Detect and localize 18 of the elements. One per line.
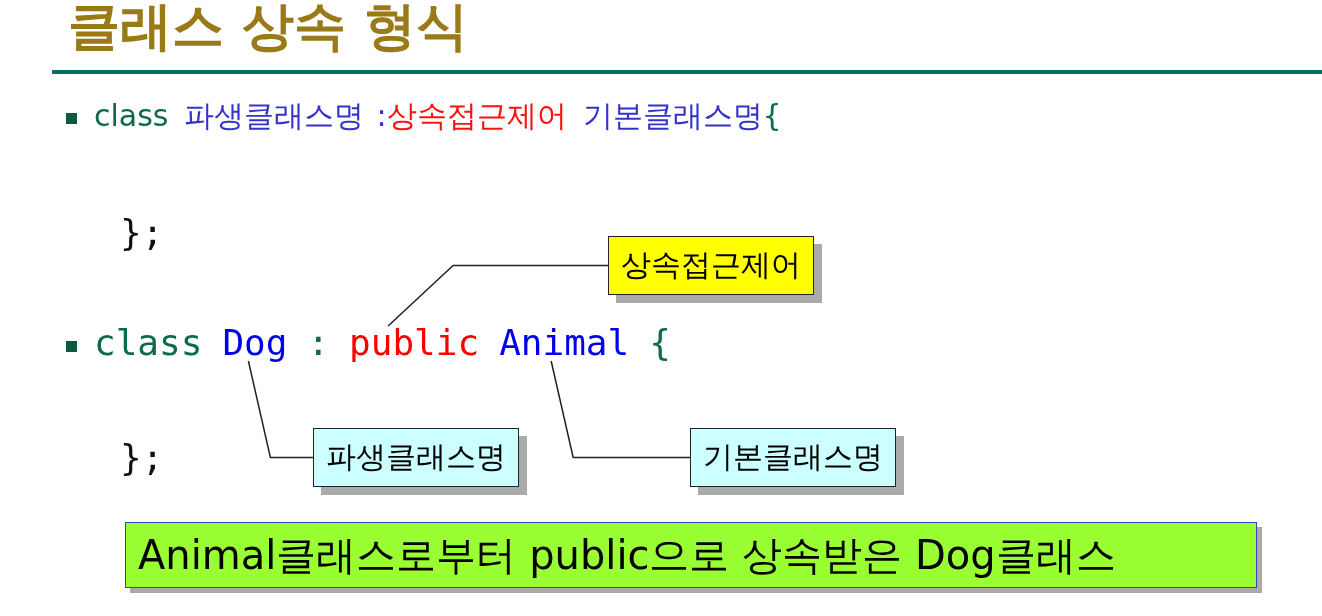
code-text: 기본클래스명 [582, 97, 763, 135]
code-word: Dog [222, 322, 288, 363]
leader-line [387, 264, 609, 327]
code-text: }; [120, 437, 164, 478]
code-text: 파생클래스명 [184, 97, 365, 135]
code-text: : [376, 98, 387, 133]
code-text: { [762, 98, 782, 133]
code-text: 상속접근제어 [386, 97, 567, 135]
slide-title: 클래스 상속 형식 [68, 0, 469, 58]
code-text: class [94, 322, 203, 363]
code-word: Animal [499, 322, 630, 363]
leader-line [550, 360, 691, 459]
leader-line [247, 360, 314, 459]
code-text: { [649, 322, 671, 363]
code-text: : [307, 322, 330, 363]
code-text: class [94, 98, 169, 133]
code-text: }; [120, 212, 164, 253]
code-word: public [349, 322, 480, 363]
